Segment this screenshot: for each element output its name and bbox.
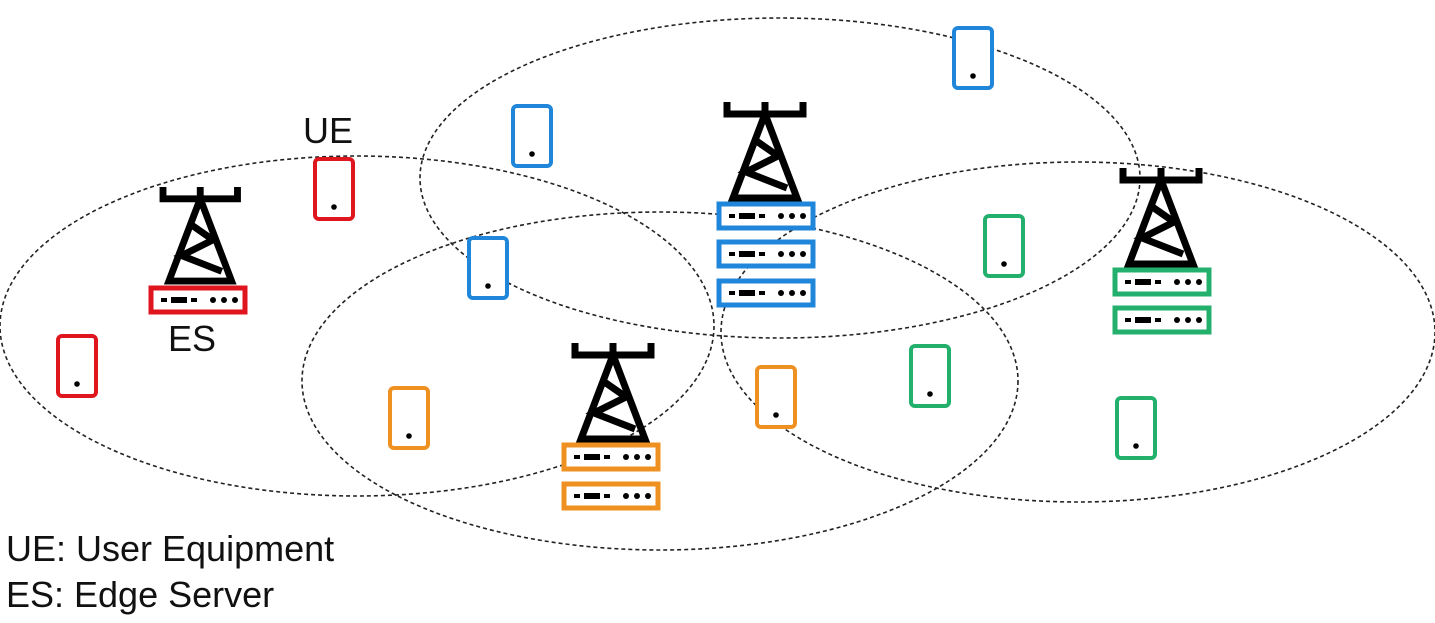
coverage-area-red xyxy=(0,155,715,497)
legend: UE: User Equipment ES: Edge Server xyxy=(6,526,334,618)
legend-item-es: ES: Edge Server xyxy=(6,574,275,615)
edge-servers xyxy=(148,201,1212,511)
edge-server-icon-blue-2 xyxy=(716,239,816,269)
edge-server-icon-green-2 xyxy=(1112,305,1212,335)
legend-item-ue: UE: User Equipment xyxy=(6,528,335,569)
mobile-phone-icon-green-2 xyxy=(909,344,951,408)
es-label: ES xyxy=(168,318,217,359)
edge-server-icon-orange-1 xyxy=(561,442,661,472)
mobile-phone-icon-green-1 xyxy=(983,214,1025,278)
edge-server-icon-green-1 xyxy=(1112,267,1212,297)
mobile-phone-icon-green-3 xyxy=(1115,396,1157,460)
user-equipments xyxy=(56,26,1157,460)
mobile-phone-icon-blue-3 xyxy=(467,236,509,300)
edge-server-icon-blue-3 xyxy=(716,278,816,308)
coverage-area-green xyxy=(720,161,1435,503)
mobile-phone-icon-red-1 xyxy=(313,157,355,221)
cell-tower-icon-orange xyxy=(571,343,655,443)
mobile-phone-icon-orange-1 xyxy=(388,386,430,450)
cell-tower-icon-green xyxy=(1119,168,1203,268)
edge-server-icon-red-1 xyxy=(148,285,248,315)
coverage-area-orange xyxy=(301,211,1019,551)
ue-label: UE xyxy=(303,110,354,151)
mobile-phone-icon-blue-1 xyxy=(511,104,553,168)
edge-server-icon-orange-2 xyxy=(561,481,661,511)
mobile-phone-icon-red-2 xyxy=(56,334,98,398)
cell-tower-icon-red xyxy=(159,187,241,285)
mobile-phone-icon-orange-2 xyxy=(755,365,797,429)
base-stations xyxy=(159,102,1203,443)
mobile-phone-icon-blue-2 xyxy=(952,26,994,90)
edge-server-icon-blue-1 xyxy=(716,201,816,231)
cell-tower-icon-blue xyxy=(723,102,807,202)
